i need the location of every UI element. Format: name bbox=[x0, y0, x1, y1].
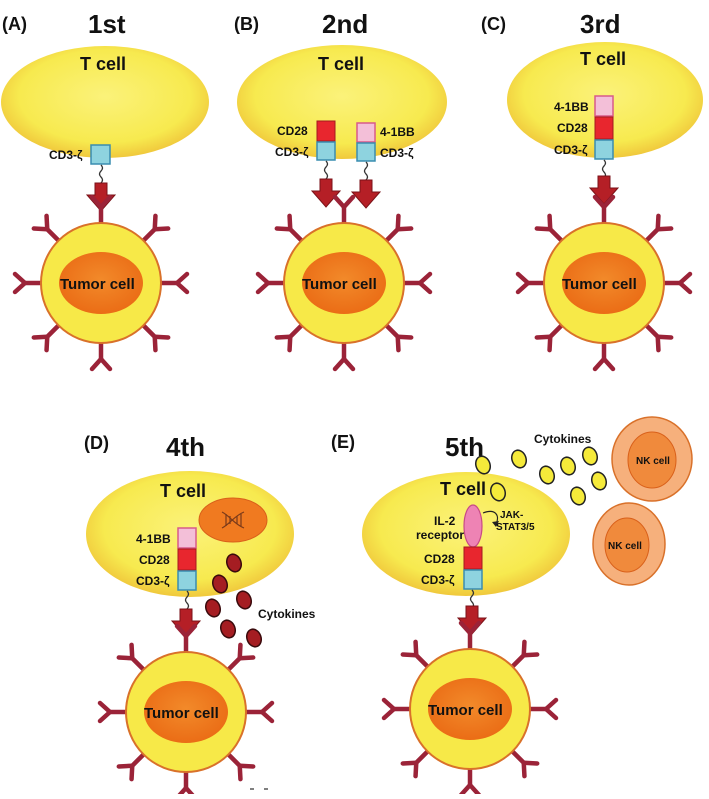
panel-e-jak-label-line1: JAK- bbox=[500, 510, 523, 521]
panel-e-generation: 5th bbox=[445, 432, 484, 462]
panel-d-cytokines-label: Cytokines bbox=[258, 607, 316, 621]
panel-c-41bb-domain bbox=[594, 95, 614, 117]
panel-b-arrow-left bbox=[311, 178, 341, 208]
panel-d-generation: 4th bbox=[166, 432, 205, 462]
panel-d-tumor-label: Tumor cell bbox=[144, 705, 219, 722]
panel-d-41bb-label: 4-1BB bbox=[136, 532, 171, 546]
panel-b-signal-link-left bbox=[323, 160, 329, 180]
panel-e-nk-cell-2-label: NK cell bbox=[608, 541, 642, 552]
panel-a-letter: (A) bbox=[2, 14, 27, 34]
panel-b-t-cell bbox=[237, 45, 447, 159]
panel-e-nk-cell-1: NK cell bbox=[611, 416, 693, 502]
panel-e-il2-receptor bbox=[463, 504, 483, 548]
panel-b-cd3-left-domain bbox=[316, 141, 336, 161]
panel-a-generation: 1st bbox=[88, 9, 126, 39]
panel-b-cd3-right-label: CD3-ζ bbox=[380, 146, 414, 160]
panel-c-cd3-domain bbox=[594, 139, 614, 160]
panel-d-cd3-domain bbox=[177, 570, 197, 591]
panel-c-cd28-domain bbox=[594, 116, 614, 140]
panel-a-cd3-domain bbox=[90, 144, 111, 165]
panel-b-signal-link-right bbox=[363, 161, 369, 181]
panel-e-letter: (E) bbox=[331, 432, 355, 452]
panel-b-41bb-label: 4-1BB bbox=[380, 125, 415, 139]
panel-d-41bb-domain bbox=[177, 527, 197, 549]
panel-c-t-cell-label: T cell bbox=[580, 49, 626, 69]
panel-c-cd28-label: CD28 bbox=[557, 121, 588, 135]
panel-e-t-cell-label: T cell bbox=[440, 479, 486, 499]
panel-e-tumor-label: Tumor cell bbox=[428, 702, 503, 719]
panel-e-cd28-domain bbox=[463, 546, 483, 570]
panel-c: (C) 3rd T cell 4-1BB CD28 CD3-ζ Tumor ce… bbox=[481, 9, 703, 369]
panel-a-t-cell-label: T cell bbox=[80, 54, 126, 74]
panel-c-cd3-label: CD3-ζ bbox=[554, 143, 588, 157]
panel-c-41bb-label: 4-1BB bbox=[554, 100, 589, 114]
panel-b-tumor-label: Tumor cell bbox=[302, 276, 377, 293]
panel-a: (A) 1st T cell CD3-ζ Tumor cell bbox=[1, 9, 209, 369]
panel-d-cd28-domain bbox=[177, 548, 197, 571]
panel-d: (D) 4th T cell 4-1BB CD28 CD3-ζ bbox=[84, 432, 316, 794]
panel-b-cd28-domain bbox=[316, 120, 336, 142]
panel-d-t-cell-label: T cell bbox=[160, 481, 206, 501]
panel-c-letter: (C) bbox=[481, 14, 506, 34]
panel-c-signal-link bbox=[601, 159, 607, 179]
panel-b: (B) 2nd T cell CD28 CD3-ζ 4-1BB CD3-ζ Tu… bbox=[234, 9, 447, 369]
panel-a-cd3-label: CD3-ζ bbox=[49, 148, 83, 162]
panel-b-cd3-left-label: CD3-ζ bbox=[275, 145, 309, 159]
panel-c-tumor-label: Tumor cell bbox=[562, 276, 637, 293]
panel-e-il2-label-line2: receptor bbox=[416, 528, 464, 542]
panel-d-letter: (D) bbox=[84, 433, 109, 453]
panel-d-cytokines bbox=[204, 553, 263, 648]
panel-e-cytokines-label: Cytokines bbox=[534, 432, 592, 446]
panel-c-generation: 3rd bbox=[580, 9, 620, 39]
panel-d-cd28-label: CD28 bbox=[139, 553, 170, 567]
panel-b-letter: (B) bbox=[234, 14, 259, 34]
panel-b-arrow-right bbox=[351, 179, 381, 209]
panel-e-cd28-label: CD28 bbox=[424, 552, 455, 566]
panel-d-cd3-label: CD3-ζ bbox=[136, 574, 170, 588]
panel-e-nk-cell-1-label: NK cell bbox=[636, 456, 670, 467]
panel-a-signal-link bbox=[98, 164, 104, 184]
panel-b-cd3-right-domain bbox=[356, 142, 376, 162]
panel-e: (E) 5th Cytokines T cell IL-2 receptor J… bbox=[331, 416, 693, 794]
panel-c-arrow bbox=[589, 175, 619, 205]
panel-b-generation: 2nd bbox=[322, 9, 368, 39]
panel-b-cd28-label: CD28 bbox=[277, 124, 308, 138]
panel-e-cd3-label: CD3-ζ bbox=[421, 573, 455, 587]
panel-e-nk-cell-2: NK cell bbox=[592, 502, 666, 586]
panel-b-t-cell-label: T cell bbox=[318, 54, 364, 74]
panel-a-t-cell bbox=[1, 46, 209, 158]
panel-e-jak-arrowhead bbox=[492, 521, 499, 527]
dna-icon bbox=[221, 511, 245, 529]
panel-e-il2-label-line1: IL-2 bbox=[434, 514, 456, 528]
panel-b-41bb-domain bbox=[356, 122, 376, 143]
panel-a-tumor-label: Tumor cell bbox=[60, 276, 135, 293]
panel-e-cd3-domain bbox=[463, 569, 483, 590]
panel-e-jak-label-line2: STAT3/5 bbox=[496, 522, 535, 533]
panel-e-cytokines bbox=[474, 446, 608, 506]
